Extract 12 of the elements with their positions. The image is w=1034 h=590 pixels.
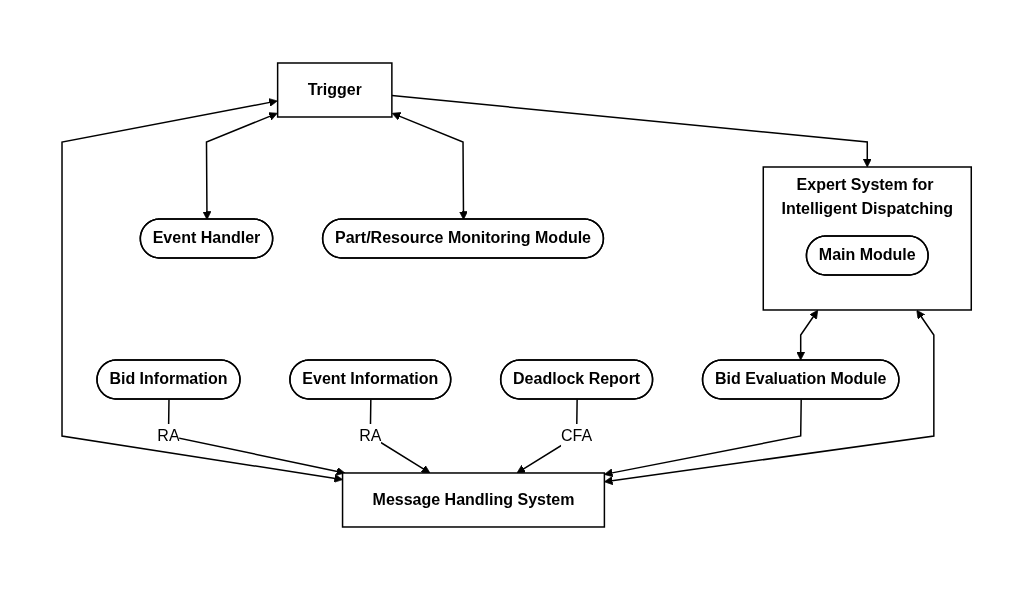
arrow	[61, 98, 344, 483]
edge-label: CFA	[561, 426, 593, 444]
arrow	[604, 398, 803, 478]
arrow	[796, 309, 819, 361]
node-box: Trigger	[277, 62, 393, 118]
edge-label: RA	[359, 426, 382, 444]
arrow	[369, 398, 431, 474]
arrow	[392, 112, 469, 220]
node-box: Message Handling System	[342, 472, 606, 528]
edge-label: RA	[157, 426, 180, 444]
arrow	[604, 309, 935, 486]
arrow	[202, 112, 279, 220]
